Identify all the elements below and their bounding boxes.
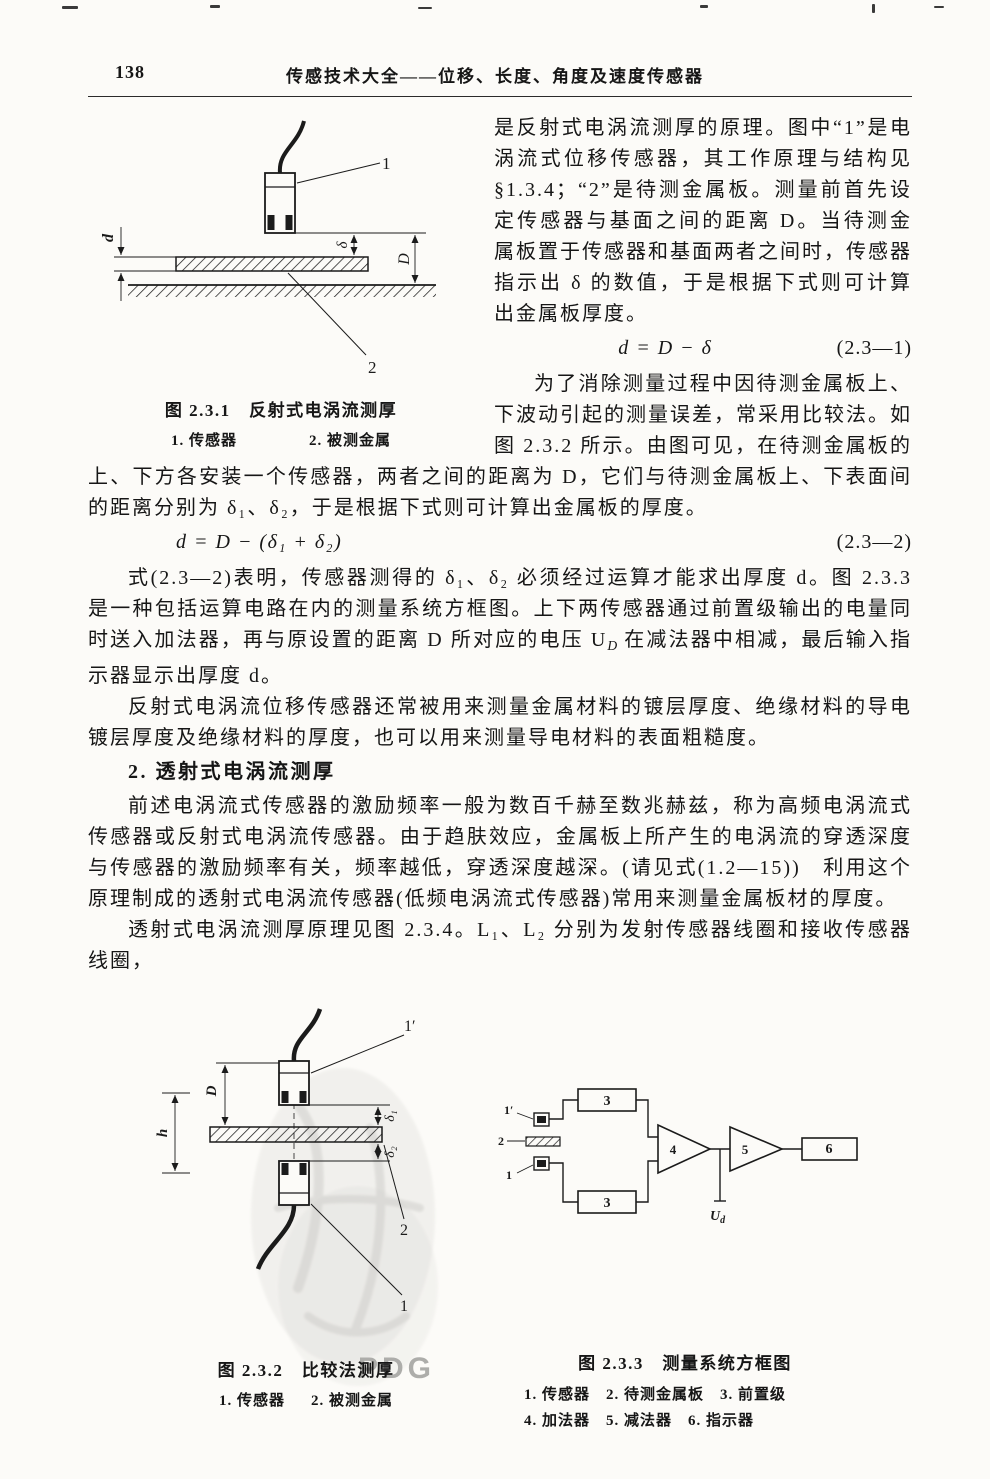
fig1-label-2: 2 <box>368 358 377 377</box>
fig3-label-3-bottom: 3 <box>604 1196 611 1211</box>
leader-line-1 <box>310 1203 403 1296</box>
paragraph-transmissive-principle: 透射式电涡流测厚原理见图 2.3.4。L₁、L₂ 分别为发射传感器线圈和接收传感… <box>88 918 912 972</box>
fig2-label-delta2: δ₂ <box>383 1146 398 1158</box>
fig1-label-d: d <box>100 233 117 242</box>
fig1-legend-item: 2. 被测金属 <box>309 433 392 449</box>
fig3-legend-row: 1. 传感器 2. 待测金属板 3. 前置级 <box>524 1386 787 1403</box>
fig3-title: 图 2.3.3 测量系统方框图 <box>578 1353 792 1373</box>
fig3-legend: 1. 传感器 2. 待测金属板 3. 前置级 4. 加法器 5. 减法器 6. … <box>490 1382 880 1435</box>
header-rule <box>88 96 912 97</box>
equation-2-3-2-number: (2.3—2) <box>836 531 912 553</box>
fig3-label-5: 5 <box>742 1142 749 1157</box>
leader-line-1prime <box>310 1034 405 1074</box>
metal-plate <box>175 256 369 272</box>
leader-line-1 <box>296 162 381 184</box>
fig1-diagram: 1 2 d δ D <box>100 120 436 377</box>
book-title: 传感技术大全——位移、长度、角度及速度传感器 <box>286 67 704 86</box>
fig2-legend: 1. 传感器 2. 被测金属 <box>148 1389 464 1410</box>
scan-artifact <box>62 6 78 9</box>
fig2-caption: 图 2.3.2 比较法测厚 1. 传感器 2. 被测金属 <box>148 1356 464 1410</box>
scan-artifact <box>418 7 432 9</box>
figure-2-3-3: 3 3 4 5 6 1′ 2 1 Ud 图 2.3.3 测量系统方框图 1. 传… <box>464 1001 912 1435</box>
indicator-block <box>801 1136 858 1161</box>
fig1-label-D: D <box>396 253 413 266</box>
paragraph-measuring-system: 式(2.3—2)表明，传感器测得的 δ₁、δ₂ 必须经过运算才能求出厚度 d。图… <box>88 563 912 692</box>
adder-block <box>657 1123 712 1175</box>
scan-artifact <box>872 4 875 13</box>
section-heading-transmissive: 2. 透射式电涡流测厚 <box>128 760 336 783</box>
pdg-watermark: PDG <box>358 1352 436 1385</box>
figure-2-3-1: 1 2 d δ D 图 2.3.1 反射式电涡流测厚 1. 传感器 2. 被测金… <box>88 117 474 450</box>
fig3-legend-row: 4. 加法器 5. 减法器 6. 指示器 <box>524 1413 755 1430</box>
fig2-label-delta1: δ₁ <box>383 1110 398 1121</box>
scan-artifact <box>934 6 944 8</box>
paragraph-measuring-system-text: 在减法器中相减，最后输入指示器显示出厚度 d。 <box>88 629 912 687</box>
fig2-label-1: 1 <box>400 1298 408 1315</box>
fig3-diagram: 3 3 4 5 6 1′ 2 1 Ud <box>498 1087 858 1226</box>
metal-plate <box>209 1126 383 1143</box>
fig3-label-3-top: 3 <box>604 1094 611 1109</box>
upper-sensor-cable <box>291 1008 323 1061</box>
plate-symbol <box>525 1136 561 1147</box>
subtractor-block <box>729 1125 785 1173</box>
fig3-label-6: 6 <box>826 1142 833 1157</box>
fig1-caption: 图 2.3.1 反射式电涡流测厚 1. 传感器 2. 被测金属 <box>88 396 474 450</box>
fig1-title: 图 2.3.1 反射式电涡流测厚 <box>164 401 398 420</box>
bottom-figures-row: 1′ 2 1 D h δ₁ δ₂ 图 2.3.2 比较法测厚 1. 传感器 2.… <box>88 1001 912 1435</box>
page-header: 138 传感技术大全——位移、长度、角度及速度传感器 <box>0 0 990 97</box>
figure-2-3-2: 1′ 2 1 D h δ₁ δ₂ 图 2.3.2 比较法测厚 1. 传感器 2.… <box>88 1001 464 1435</box>
fig3-caption: 图 2.3.3 测量系统方框图 1. 传感器 2. 待测金属板 3. 前置级 4… <box>490 1349 880 1435</box>
fig2-diagram: 1′ 2 1 D h δ₁ δ₂ <box>155 1008 416 1315</box>
paragraph-applications: 反射式电涡流位移传感器还常被用来测量金属材料的镀层厚度、绝缘材料的导电镀层厚度及… <box>88 695 912 749</box>
page-number: 138 <box>115 62 145 82</box>
equation-2-3-2-body: d = D − (δ₁ + δ₂) <box>176 531 343 553</box>
fig2-linework <box>162 1008 405 1296</box>
fig2-title: 图 2.3.2 比较法测厚 <box>217 1360 395 1380</box>
fig3-label-4: 4 <box>670 1142 677 1157</box>
fig1-legend: 1. 传感器 2. 被测金属 <box>88 429 474 450</box>
paragraph-reflective-principle: 是反射式电涡流测厚的原理。图中“1”是电涡流式位移传感器，其工作原理与结构见§1… <box>494 117 912 325</box>
scan-artifact <box>210 5 220 8</box>
fig2-label-D: D <box>204 1085 220 1097</box>
fig3-linework <box>507 1087 858 1214</box>
fig1-linework <box>114 120 436 356</box>
fig3-label-1prime: 1′ <box>504 1103 513 1117</box>
fig2-label-1prime: 1′ <box>404 1018 416 1035</box>
scan-artifact <box>700 5 708 8</box>
fig2-legend-item: 1. 传感器 <box>218 1392 285 1409</box>
fig1-label-delta: δ <box>335 240 351 248</box>
lower-sensor-cable <box>255 1204 297 1270</box>
page-body: 1 2 d δ D 图 2.3.1 反射式电涡流测厚 1. 传感器 2. 被测金… <box>88 113 912 1434</box>
equation-2-3-1-body: d = D − δ <box>618 337 713 359</box>
paragraph-measuring-system-text: 式(2.3—2)表明，传感器测得的 δ₁、δ₂ 必须经过运算才能求出厚度 d。图… <box>88 567 912 651</box>
paragraph-frequency: 前述电涡流式传感器的激励频率一般为数百千赫至数兆赫兹，称为高频电涡流式传感器或反… <box>88 794 912 910</box>
fig3-label-1: 1 <box>506 1168 512 1182</box>
fig2-label-2: 2 <box>400 1222 408 1239</box>
leader-line-2 <box>287 272 367 356</box>
paragraph-comparison-method: 为了消除测量过程中因待测金属板上、下波动引起的测量误差，常采用比较法。如图 2.… <box>88 373 912 519</box>
fig3-label-ud: Ud <box>710 1209 726 1226</box>
fig3-label-2: 2 <box>498 1134 504 1148</box>
fig1-legend-item: 1. 传感器 <box>170 433 237 449</box>
leader-line-2 <box>383 1144 405 1219</box>
sensor-cable <box>277 120 306 174</box>
equation-2-3-2: d = D − (δ₁ + δ₂) (2.3—2) <box>88 531 912 554</box>
equation-2-3-1: d = D − δ (2.3—1) <box>494 337 912 360</box>
fig2-legend-item: 2. 被测金属 <box>311 1392 394 1409</box>
fig2-label-h: h <box>155 1129 171 1137</box>
equation-2-3-1-number: (2.3—1) <box>836 337 912 359</box>
fig1-label-1: 1 <box>382 154 391 173</box>
voltage-subscript: D <box>607 637 618 653</box>
